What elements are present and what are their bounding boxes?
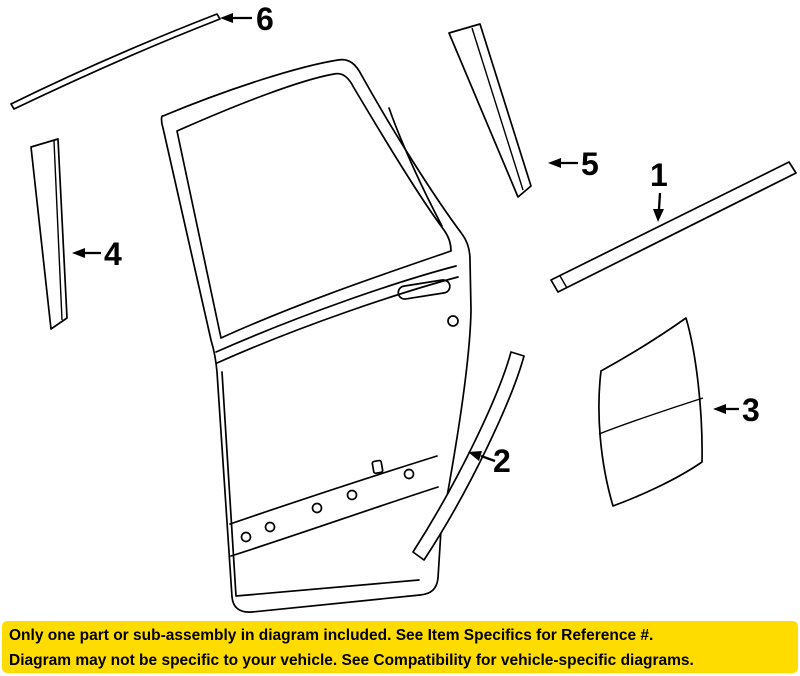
door-handle-detail [447, 315, 459, 327]
arrow-to-part-5-icon [548, 158, 561, 168]
bolt-hole [311, 502, 323, 514]
part-label-3: 3 [742, 392, 760, 428]
door-line-art [160, 58, 472, 613]
door-handle [397, 279, 451, 300]
bolt-hole [403, 468, 415, 480]
door-outer-outline [160, 58, 472, 613]
part-1-molding [550, 161, 797, 293]
part-4-strip [30, 138, 68, 330]
disclaimer-line-1: Only one part or sub-assembly in diagram… [9, 627, 654, 644]
callout-part-2: 2 [468, 443, 511, 479]
part-label-6: 6 [256, 1, 274, 37]
belt-line-upper [215, 265, 457, 353]
arrow-to-part-1-icon [653, 209, 664, 222]
door-slot [371, 459, 384, 475]
door-crease-upper [229, 455, 438, 525]
part-6-strip [10, 13, 221, 110]
callout-part-6: 6 [220, 1, 274, 37]
arrow-to-part-6-icon [220, 13, 233, 23]
parts-diagram: 6 4 5 1 [10, 1, 797, 613]
door-window-opening [176, 72, 452, 339]
part-5-strip [448, 23, 532, 198]
arrow-to-part-3-icon [713, 404, 726, 414]
part-2-molding [412, 351, 525, 561]
bolt-hole [346, 489, 358, 501]
callout-part-1: 1 [650, 157, 668, 222]
part-label-4: 4 [104, 236, 122, 272]
part-3-panel [598, 317, 704, 507]
disclaimer-line-2: Diagram may not be specific to your vehi… [9, 652, 694, 669]
door-crease-lower [230, 486, 439, 557]
part-label-1: 1 [650, 157, 668, 193]
belt-line-lower [216, 276, 459, 364]
disclaimer-banner: Only one part or sub-assembly in diagram… [2, 621, 798, 673]
bolt-hole [240, 531, 252, 543]
window-vent-line [388, 107, 443, 227]
part-label-2: 2 [493, 443, 511, 479]
callout-part-4: 4 [72, 236, 122, 272]
bolt-hole [264, 521, 276, 533]
callout-part-3: 3 [713, 392, 760, 428]
part-label-5: 5 [581, 146, 599, 182]
arrow-to-part-2-icon [468, 451, 482, 461]
door-inner-edge [221, 371, 420, 597]
callout-part-5: 5 [548, 146, 599, 182]
arrow-to-part-4-icon [72, 248, 85, 258]
